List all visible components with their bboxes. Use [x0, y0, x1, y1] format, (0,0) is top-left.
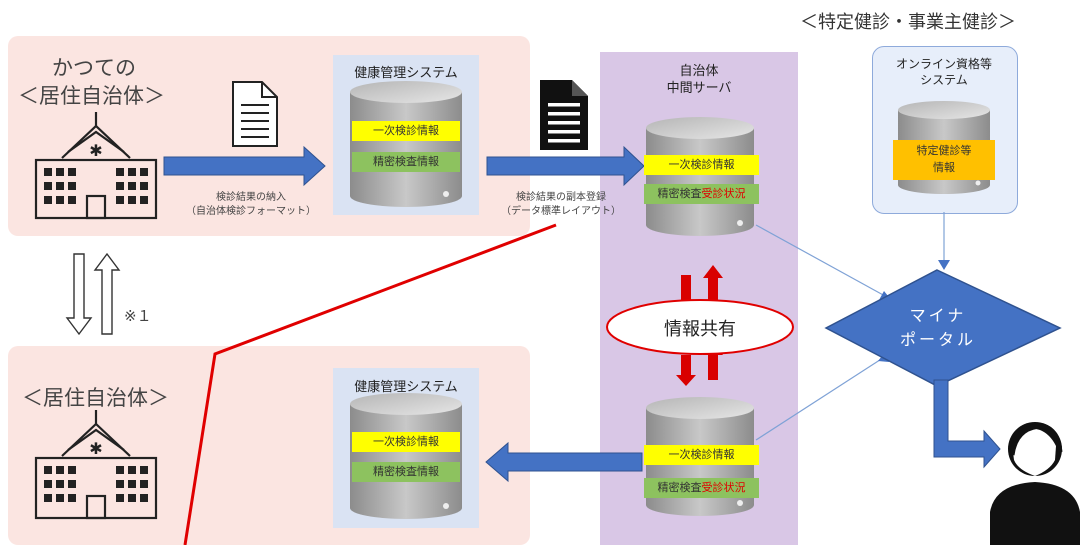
arrow-right-submit — [163, 145, 326, 187]
register-label-line1: 検診結果の副本登録 — [516, 192, 606, 203]
arrow-right-register — [486, 145, 645, 187]
submit-label-line1: 検診結果の納入 — [216, 192, 286, 203]
note-mark: ※１ — [124, 307, 152, 325]
intermediate-title-line1: 自治体 — [679, 64, 719, 79]
register-label-line2: （データ標準レイアウト） — [501, 206, 621, 217]
online-title-line2: システム — [920, 73, 968, 87]
online-title-line1: オンライン資格等 — [895, 57, 992, 71]
transfer-arrows-icon — [65, 252, 121, 336]
current-label: ＜居住自治体＞ — [22, 386, 169, 410]
building-icon-current — [34, 410, 158, 520]
portal-label-line2: ポータル — [899, 330, 976, 349]
document-icon-solid — [540, 80, 588, 150]
person-icon — [990, 422, 1080, 545]
health-system-title-bottom: 健康管理システム — [354, 380, 458, 395]
former-label-line1: かつての — [52, 56, 136, 80]
former-label-line2: ＜居住自治体＞ — [18, 84, 165, 108]
database-cylinder-intermediate-top — [646, 117, 754, 236]
building-icon — [34, 112, 158, 220]
intermediate-title-line2: 中間サーバ — [666, 81, 732, 96]
specific-checkup-label: 特定健診等 情報 — [893, 140, 995, 180]
database-cylinder-top — [350, 81, 462, 207]
portal-label-line1: マイナ — [909, 306, 967, 325]
specific-checkup-line2: 情報 — [933, 161, 955, 174]
share-ellipse — [606, 299, 794, 355]
detailed-prefix: 精密検査 — [657, 187, 702, 200]
submit-label-line2: （自治体検診フォーマット） — [186, 206, 316, 217]
share-label: 情報共有 — [664, 319, 736, 340]
intermediate-detailed-label: 精密検査受診状況 — [644, 184, 759, 204]
consultation-status: 受診状況 — [701, 187, 746, 200]
intermediate-detailed-label-bottom: 精密検査受診状況 — [644, 478, 759, 498]
detailed-prefix-bottom: 精密検査 — [657, 481, 702, 494]
svg-text:✱: ✱ — [89, 141, 102, 160]
arrow-to-user — [933, 379, 1001, 469]
svg-text:✱: ✱ — [89, 439, 102, 458]
tokutei-title: ＜特定健診・事業主健診＞ — [800, 12, 1016, 33]
primary-info-label: 一次検診情報 — [352, 121, 460, 141]
building-icon-details: ✱ — [44, 141, 148, 204]
primary-info-label-bottom: 一次検診情報 — [352, 432, 460, 452]
building-icon-current-details: ✱ — [44, 439, 148, 502]
specific-checkup-line1: 特定健診等 — [916, 144, 972, 157]
arrowhead-down — [938, 260, 950, 270]
health-system-title: 健康管理システム — [354, 66, 458, 81]
consultation-status-bottom: 受診状況 — [701, 481, 746, 494]
portal-connector-lines — [755, 212, 945, 441]
detailed-info-label: 精密検査情報 — [352, 152, 460, 172]
arrow-left-return — [485, 441, 643, 483]
database-cylinder-bottom — [350, 393, 462, 519]
intermediate-primary-label-bottom: 一次検診情報 — [644, 445, 759, 465]
document-icon — [232, 81, 278, 147]
intermediate-primary-label: 一次検診情報 — [644, 155, 759, 175]
detailed-info-label-bottom: 精密検査情報 — [352, 462, 460, 482]
red-annotation-line — [183, 223, 557, 545]
